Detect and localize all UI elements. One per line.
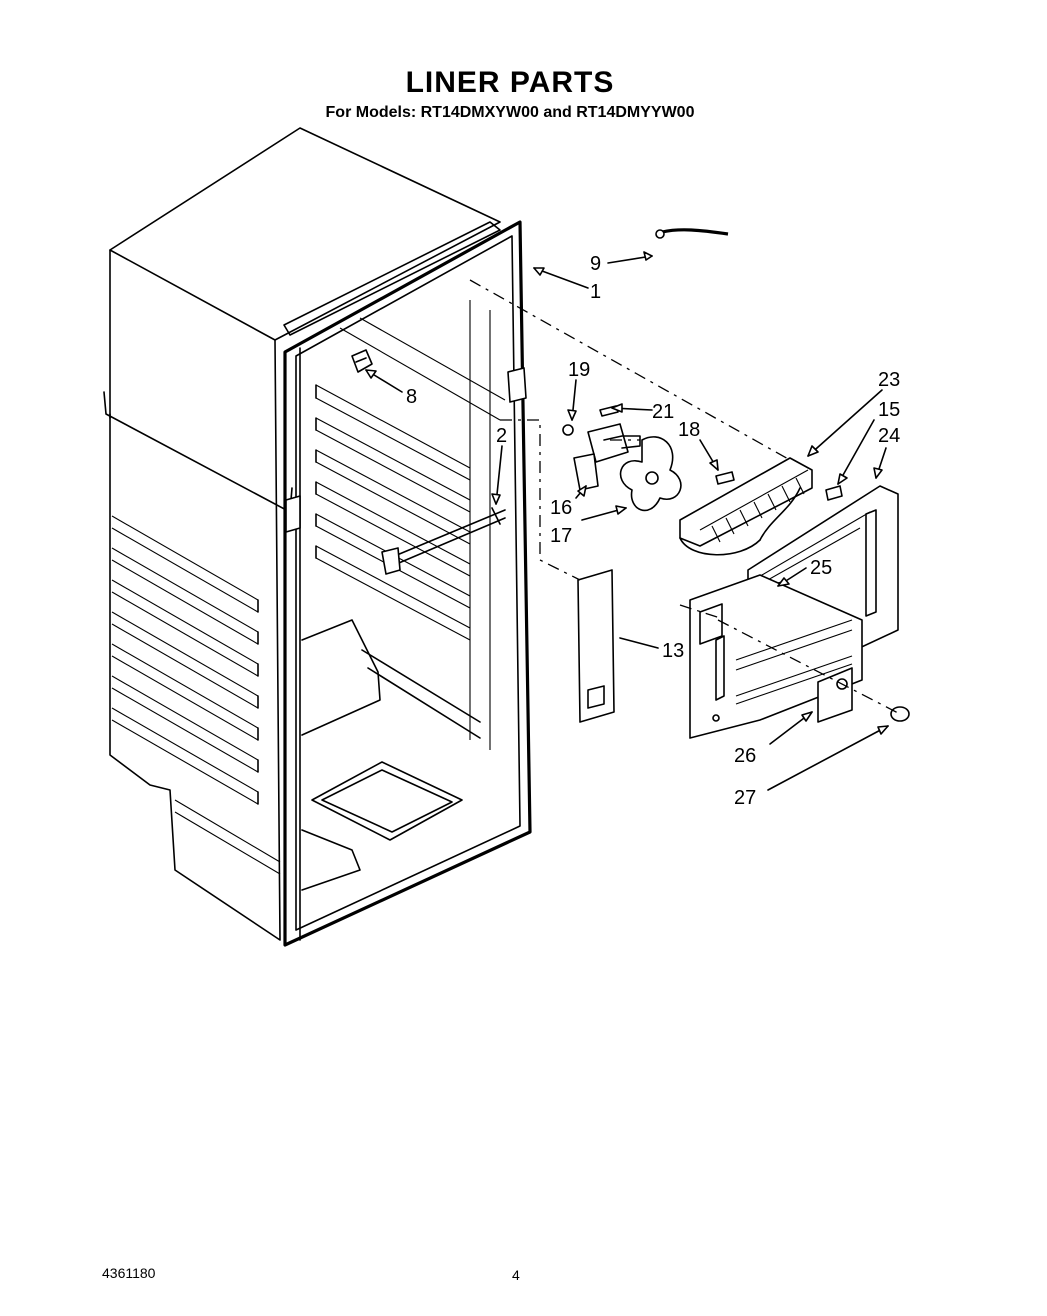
assembly-lines [469, 279, 901, 715]
callout-23: 23 [878, 369, 900, 391]
callout-15: 15 [878, 399, 900, 421]
fan-motor-part [562, 405, 682, 512]
page-title: LINER PARTS [405, 66, 615, 99]
callout-1: 1 [590, 281, 601, 303]
callout-16: 16 [550, 497, 572, 519]
document-number: 4361180 [102, 1265, 156, 1281]
callout-18: 18 [678, 419, 700, 441]
wire-harness-part [655, 228, 729, 239]
screw-18-part [715, 471, 735, 485]
callout-labels: 9 1 8 2 19 21 18 23 15 24 16 17 25 13 26… [406, 253, 900, 809]
cabinet-shell [103, 127, 501, 941]
callout-2: 2 [496, 425, 507, 447]
callout-13: 13 [662, 640, 684, 662]
callout-9: 9 [590, 253, 601, 275]
page-number: 4 [512, 1267, 520, 1283]
temperature-control-part [381, 507, 506, 575]
callout-25: 25 [810, 557, 832, 579]
liner [283, 220, 532, 947]
evaporator-part [679, 457, 813, 556]
callout-19: 19 [568, 359, 590, 381]
callout-21: 21 [652, 401, 674, 423]
callout-27: 27 [734, 787, 756, 809]
plug-part [890, 706, 910, 722]
callout-8: 8 [406, 386, 417, 408]
callout-26: 26 [734, 745, 756, 767]
callout-17: 17 [550, 525, 572, 547]
evaporator-cover-part [577, 569, 615, 723]
callout-24: 24 [878, 425, 900, 447]
evaporator-front-plate-part [689, 574, 863, 739]
screw-15-part [825, 485, 843, 501]
page-subtitle: For Models: RT14DMXYW00 and RT14DMYYW00 [325, 104, 695, 121]
leader-lines [365, 251, 889, 791]
light-socket-part [351, 349, 373, 373]
